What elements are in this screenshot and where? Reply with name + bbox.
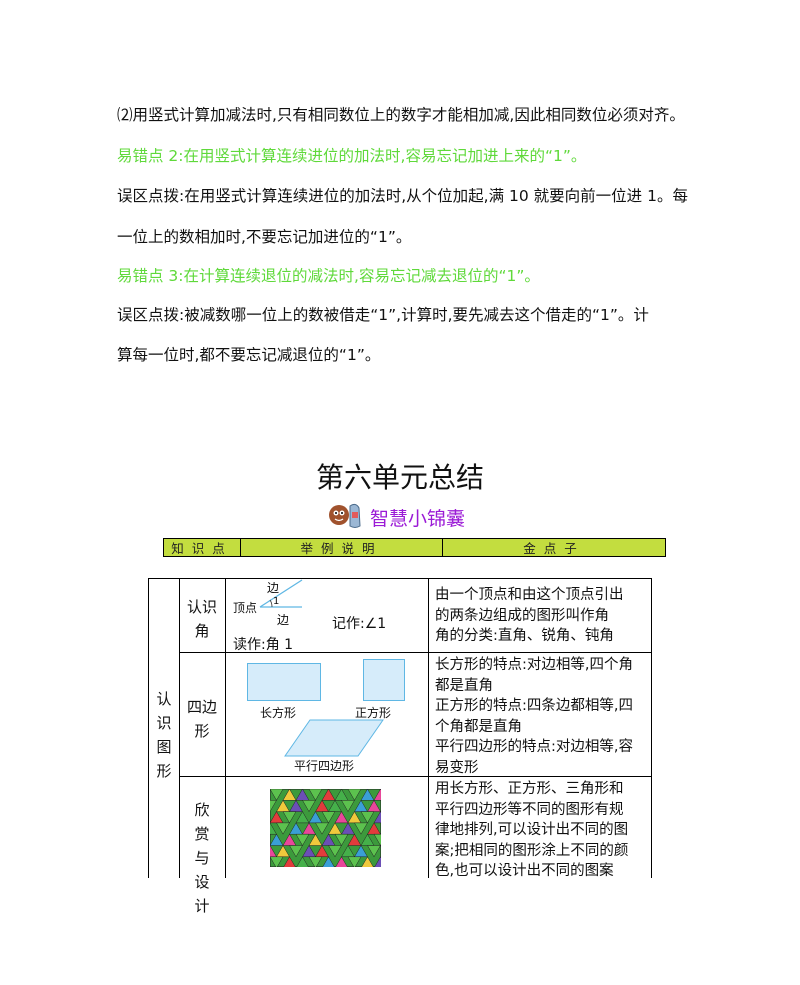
header-example: 举例说明 [241,539,443,556]
description-quadrilateral: 长方形的特点:对边相等,四个角 都是直角 正方形的特点:四条边都相等,四 个角都… [435,655,633,778]
desc-line: 长方形的特点:对边相等,四个角 [435,657,633,673]
side-label-top: 边 [267,581,280,595]
category-label: 认识图形 [156,687,172,783]
desc-line: 平行四边形的特点:对边相等,容 [435,739,633,755]
desc-line: 律地排列,可以设计出不同的图 [435,822,629,838]
desc-line: 的两条边组成的图形叫作角 [435,607,609,624]
desc-line: 都是直角 [435,677,493,694]
section-title: 第六单元总结 [315,461,484,494]
parallelogram-shape [284,719,384,757]
mistake-point-2: 易错点 2:在用竖式计算连续进位的加法时,容易忘记加进上来的“1”。 [117,147,587,165]
desc-line: 个角都是直角 [435,718,522,735]
mistake-point-3: 易错点 3:在计算连续退位的减法时,容易忘记减去退位的“1”。 [117,267,540,285]
mascot-icon [326,500,366,534]
angle-example: 边 顶点 1 边 记作:∠1 读作:角 1 [229,579,425,653]
side-label-bottom: 边 [277,613,290,627]
angle-mark: 1 [273,596,280,607]
desc-line: 由一个顶点和由这个顶点引出 [435,587,624,603]
summary-table: 认识图形 认识角 边 顶点 1 边 记作:∠1 读作:角 1 由一个顶点和由这个… [148,578,652,915]
desc-line: 平行四边形等不同的图形有规 [435,801,624,818]
square-shape [363,659,405,701]
square-label: 正方形 [355,706,392,720]
topic-quadrilateral: 四边形 [187,698,218,740]
topic-appreciate-design: 欣赏与设计 [194,801,210,915]
header-tips: 金点子 [523,541,585,556]
paragraph-1: ⑵用竖式计算加减法时,只有相同数位上的数字才能相加减,因此相同数位必须对齐。 [117,106,685,124]
paragraph-tip-3b: 算每一位时,都不要忘记减退位的“1”。 [117,346,381,364]
quadrilateral-example: 长方形 正方形 平行四边形 [229,653,425,776]
paragraph-tip-3a: 误区点拨:被减数哪一位上的数被借走“1”,计算时,要先减去这个借走的“1”。计 [117,306,649,324]
angle-diagram [259,579,303,608]
desc-line: 色,也可以设计出不同的图案 [435,863,614,879]
desc-line: 用长方形、正方形、三角形和 [435,781,624,797]
description-angle: 由一个顶点和由这个顶点引出 的两条边组成的图形叫作角 角的分类:直角、锐角、钝角 [435,585,624,647]
paragraph-tip-2a: 误区点拨:在用竖式计算连续进位的加法时,从个位加起,满 10 就要向前一位进 1… [117,187,688,205]
subtitle-text: 智慧小锦囊 [370,507,466,530]
category-text: 认识图形 [156,690,172,780]
tessellation-pattern [256,788,407,880]
rectangle-shape [247,663,321,701]
write-as: 记作:∠1 [332,616,387,632]
desc-line: 正方形的特点:四条边都相等,四 [435,698,633,714]
header-knowledge-point: 知识点 [164,539,241,556]
subtitle-banner: 智慧小锦囊 [326,500,465,534]
paragraph-tip-2b: 一位上的数相加时,不要忘记加进位的“1”。 [117,228,412,246]
desc-line: 角的分类:直角、锐角、钝角 [435,628,614,644]
pattern-example [256,788,407,880]
parallelogram-label: 平行四边形 [294,759,355,773]
topic-angle: 认识角 [187,598,218,640]
read-as: 读作:角 1 [233,637,294,653]
rectangle-label: 长方形 [260,706,297,720]
desc-line: 案;把相同的图形涂上不同的颜 [435,842,629,859]
table-header-bar: 知识点 举例说明 金点子 [163,538,666,557]
description-design: 用长方形、正方形、三角形和 平行四边形等不同的图形有规 律地排列,可以设计出不同… [435,779,628,882]
vertex-label: 顶点 [233,601,258,615]
desc-line: 易变形 [435,759,479,776]
